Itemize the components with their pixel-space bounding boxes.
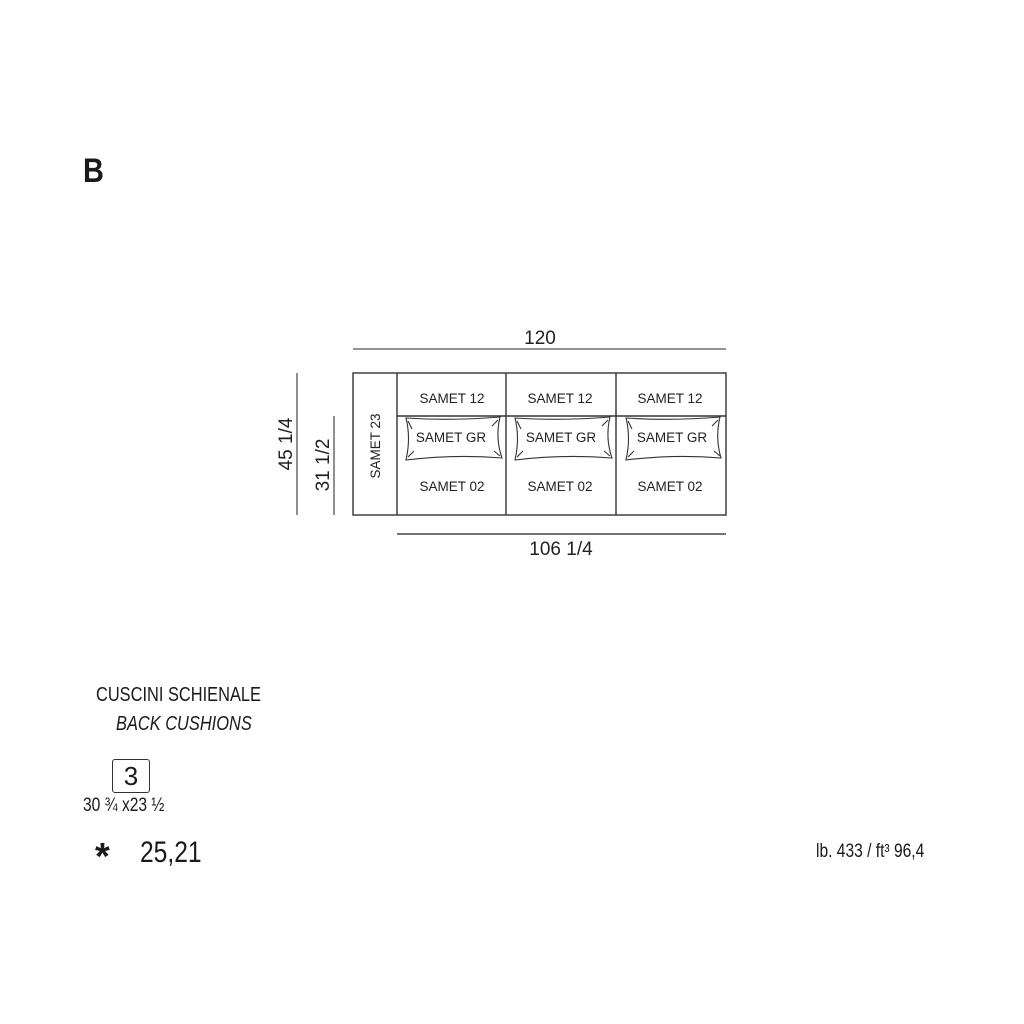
cushion-size: 30 ¾ x23 ½ <box>83 795 165 816</box>
seat-depth-label: 31 1/2 <box>313 439 334 492</box>
cushion-label: SAMET GR <box>637 430 708 445</box>
seat-label: SAMET 02 <box>527 479 592 494</box>
total-width-label: 120 <box>524 328 556 349</box>
cushion-label: SAMET GR <box>416 430 487 445</box>
total-depth-label: 45 1/4 <box>276 417 297 470</box>
cushions-title-italian: CUSCINI SCHIENALE <box>96 684 261 706</box>
back-label: SAMET 12 <box>419 391 484 406</box>
back-label: SAMET 12 <box>527 391 592 406</box>
cushion-quantity-badge: 3 <box>112 759 150 793</box>
seat-width-label: 106 1/4 <box>529 539 593 560</box>
pillow-shape <box>514 416 613 461</box>
price-value: 25,21 <box>140 836 202 869</box>
weight-volume: lb. 433 / ft³ 96,4 <box>816 841 925 862</box>
model-letter: B <box>83 152 104 190</box>
seat-label: SAMET 02 <box>419 479 484 494</box>
arm-label: SAMET 23 <box>368 413 383 478</box>
asterisk-icon: * <box>95 836 110 878</box>
cushion-label: SAMET GR <box>526 430 597 445</box>
pillow-shape <box>405 416 503 461</box>
back-label: SAMET 12 <box>637 391 702 406</box>
pillow-shape <box>625 416 722 461</box>
seat-label: SAMET 02 <box>637 479 702 494</box>
cushions-title-english: BACK CUSHIONS <box>116 713 252 735</box>
sofa-outline <box>352 372 727 516</box>
